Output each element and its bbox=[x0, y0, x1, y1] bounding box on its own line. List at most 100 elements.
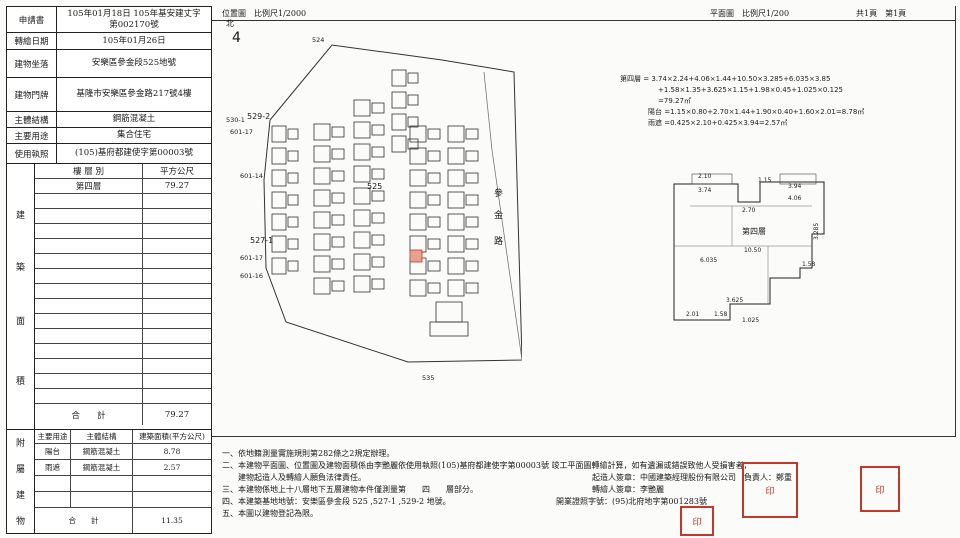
building-block bbox=[271, 235, 287, 253]
floor-area-table: 建 築 面 積 樓 層 別 平方公尺 第四層 79.27 bbox=[6, 164, 212, 430]
building-block bbox=[331, 126, 345, 138]
building-block bbox=[353, 253, 371, 271]
drafter-seal-stamp: 印 bbox=[680, 506, 714, 536]
calc-line: =79.27㎡ bbox=[658, 97, 691, 105]
dim-label: 6.035 bbox=[700, 257, 717, 264]
dim-label: 3.285 bbox=[813, 223, 820, 240]
info-label: 申請書 bbox=[7, 7, 57, 32]
building-block bbox=[429, 321, 469, 337]
building-block bbox=[465, 172, 479, 184]
building-block bbox=[465, 260, 479, 272]
building-block bbox=[409, 191, 427, 209]
floor-header: 樓 層 別 bbox=[35, 164, 143, 178]
building-block bbox=[271, 125, 287, 143]
annex-use: 陽台 bbox=[35, 444, 71, 459]
plan-floor-label: 第四層 bbox=[742, 226, 766, 236]
building-block bbox=[447, 235, 465, 253]
building-block bbox=[371, 168, 385, 180]
building-block bbox=[409, 213, 427, 231]
building-block bbox=[391, 91, 407, 109]
calc-line: 第四層 = 3.74×2.24+4.06×1.44+10.50×3.285+6.… bbox=[620, 75, 831, 83]
side-char: 建 bbox=[16, 491, 26, 501]
frame-right-rule bbox=[955, 6, 956, 436]
building-block bbox=[427, 194, 441, 206]
building-block bbox=[409, 279, 427, 297]
building-block bbox=[353, 187, 371, 205]
building-block bbox=[409, 147, 427, 165]
info-value: 105年01月26日 bbox=[102, 35, 166, 46]
dim-label: 1.025 bbox=[742, 317, 759, 324]
annex-total-row: 合 計 11.35 bbox=[35, 508, 211, 533]
location-plan-title: 位置圖 比例尺1/2000 bbox=[222, 9, 307, 18]
building-block bbox=[447, 169, 465, 187]
calc-line: +1.58×1.35+3.625×1.15+1.98×0.45+1.025×0.… bbox=[658, 86, 843, 94]
side-char: 物 bbox=[16, 517, 26, 527]
building-block bbox=[313, 145, 331, 163]
lot-label: 601-17 bbox=[240, 254, 264, 262]
annex-header: 主要用途 bbox=[35, 430, 71, 443]
building-block bbox=[331, 170, 345, 182]
floor-header-row: 樓 層 別 平方公尺 bbox=[35, 164, 211, 179]
building-block bbox=[313, 123, 331, 141]
info-row: 建物門牌 基隆市安樂區參金路217號4樓 bbox=[7, 78, 211, 112]
dim-label: 1.15 bbox=[758, 177, 772, 184]
building-block bbox=[427, 172, 441, 184]
drafter-signature: 轉繪人簽章：李艷麗 bbox=[592, 485, 664, 494]
annex-structure: 鋼筋混凝土 bbox=[71, 444, 133, 459]
building-block bbox=[407, 94, 419, 106]
building-block bbox=[465, 216, 479, 228]
building-block bbox=[287, 194, 299, 206]
note-line: 四、本建築基地地號：安樂區參金段 525 ,527-1 ,529-2 地號。 bbox=[222, 497, 451, 506]
annex-total-value: 11.35 bbox=[161, 516, 183, 525]
dim-label: 4.06 bbox=[788, 195, 802, 202]
owner-signature: 起造人簽章：中國建築經理股份有限公司 負責人：鄭重 bbox=[592, 473, 792, 482]
calc-line: 雨遮 =0.425×2.10+0.425×3.94=2.57㎡ bbox=[648, 119, 788, 127]
info-label: 建物門牌 bbox=[7, 78, 57, 111]
building-block bbox=[313, 255, 331, 273]
floor-total-row: 合 計 79.27 bbox=[35, 404, 211, 425]
building-block bbox=[427, 128, 441, 140]
building-block bbox=[447, 257, 465, 275]
floor-side-label: 建 築 面 積 bbox=[7, 164, 35, 429]
annex-side-label: 附 屬 建 物 bbox=[7, 430, 35, 533]
building-block bbox=[371, 102, 385, 114]
info-row: 主體結構 鋼筋混凝土 bbox=[7, 112, 211, 128]
lot-label: 601-14 bbox=[240, 172, 264, 180]
annex-table: 附 屬 建 物 主要用途 主體結構 建築面積(平方公尺) 陽台 鋼筋混凝土 8.… bbox=[6, 430, 212, 534]
page-number: 共1頁 第1頁 bbox=[856, 9, 907, 18]
building-block bbox=[409, 125, 427, 143]
annex-area: 2.57 bbox=[163, 463, 181, 472]
building-block bbox=[371, 212, 385, 224]
annex-structure: 鋼筋混凝土 bbox=[71, 460, 133, 475]
building-block bbox=[447, 125, 465, 143]
building-block bbox=[313, 211, 331, 229]
lot-label: 525 bbox=[367, 182, 383, 191]
annex-row: 陽台 鋼筋混凝土 8.78 bbox=[35, 444, 211, 460]
building-block bbox=[313, 277, 331, 295]
note-line: 二、本建物平面圖、位置圖及建物面積係由李艷麗依使用執照(105)基府都建使字第0… bbox=[222, 461, 752, 470]
lot-label: 601-16 bbox=[240, 272, 264, 280]
building-block bbox=[465, 238, 479, 250]
info-row: 申請書 105年01月18日 105年基安建丈字第002170號 bbox=[7, 7, 211, 33]
building-block bbox=[287, 238, 299, 250]
dim-label: 10.50 bbox=[744, 247, 761, 254]
floor-plan-title: 平面圖 比例尺1/200 bbox=[710, 9, 790, 18]
building-block bbox=[287, 150, 299, 162]
dim-label: 2.10 bbox=[698, 173, 712, 180]
location-map bbox=[263, 44, 522, 363]
area-calculation: 第四層 = 3.74×2.24+4.06×1.44+10.50×3.285+6.… bbox=[620, 74, 864, 129]
building-block bbox=[331, 214, 345, 226]
building-block bbox=[331, 148, 345, 160]
note-line: 三、本建物係地上十八層地下五層建物本件僅測量第 四 層部分。 bbox=[222, 485, 478, 494]
building-block bbox=[371, 256, 385, 268]
annex-use: 雨遮 bbox=[35, 460, 71, 475]
building-block bbox=[287, 128, 299, 140]
note-line: 五、本圖以建物登記為限。 bbox=[222, 509, 318, 518]
side-char: 築 bbox=[16, 263, 26, 273]
building-block bbox=[427, 150, 441, 162]
dim-label: 3.94 bbox=[788, 183, 802, 190]
building-block bbox=[271, 257, 287, 275]
building-block bbox=[313, 189, 331, 207]
road-label: 路 bbox=[494, 237, 504, 247]
annex-header-row: 主要用途 主體結構 建築面積(平方公尺) bbox=[35, 430, 211, 444]
